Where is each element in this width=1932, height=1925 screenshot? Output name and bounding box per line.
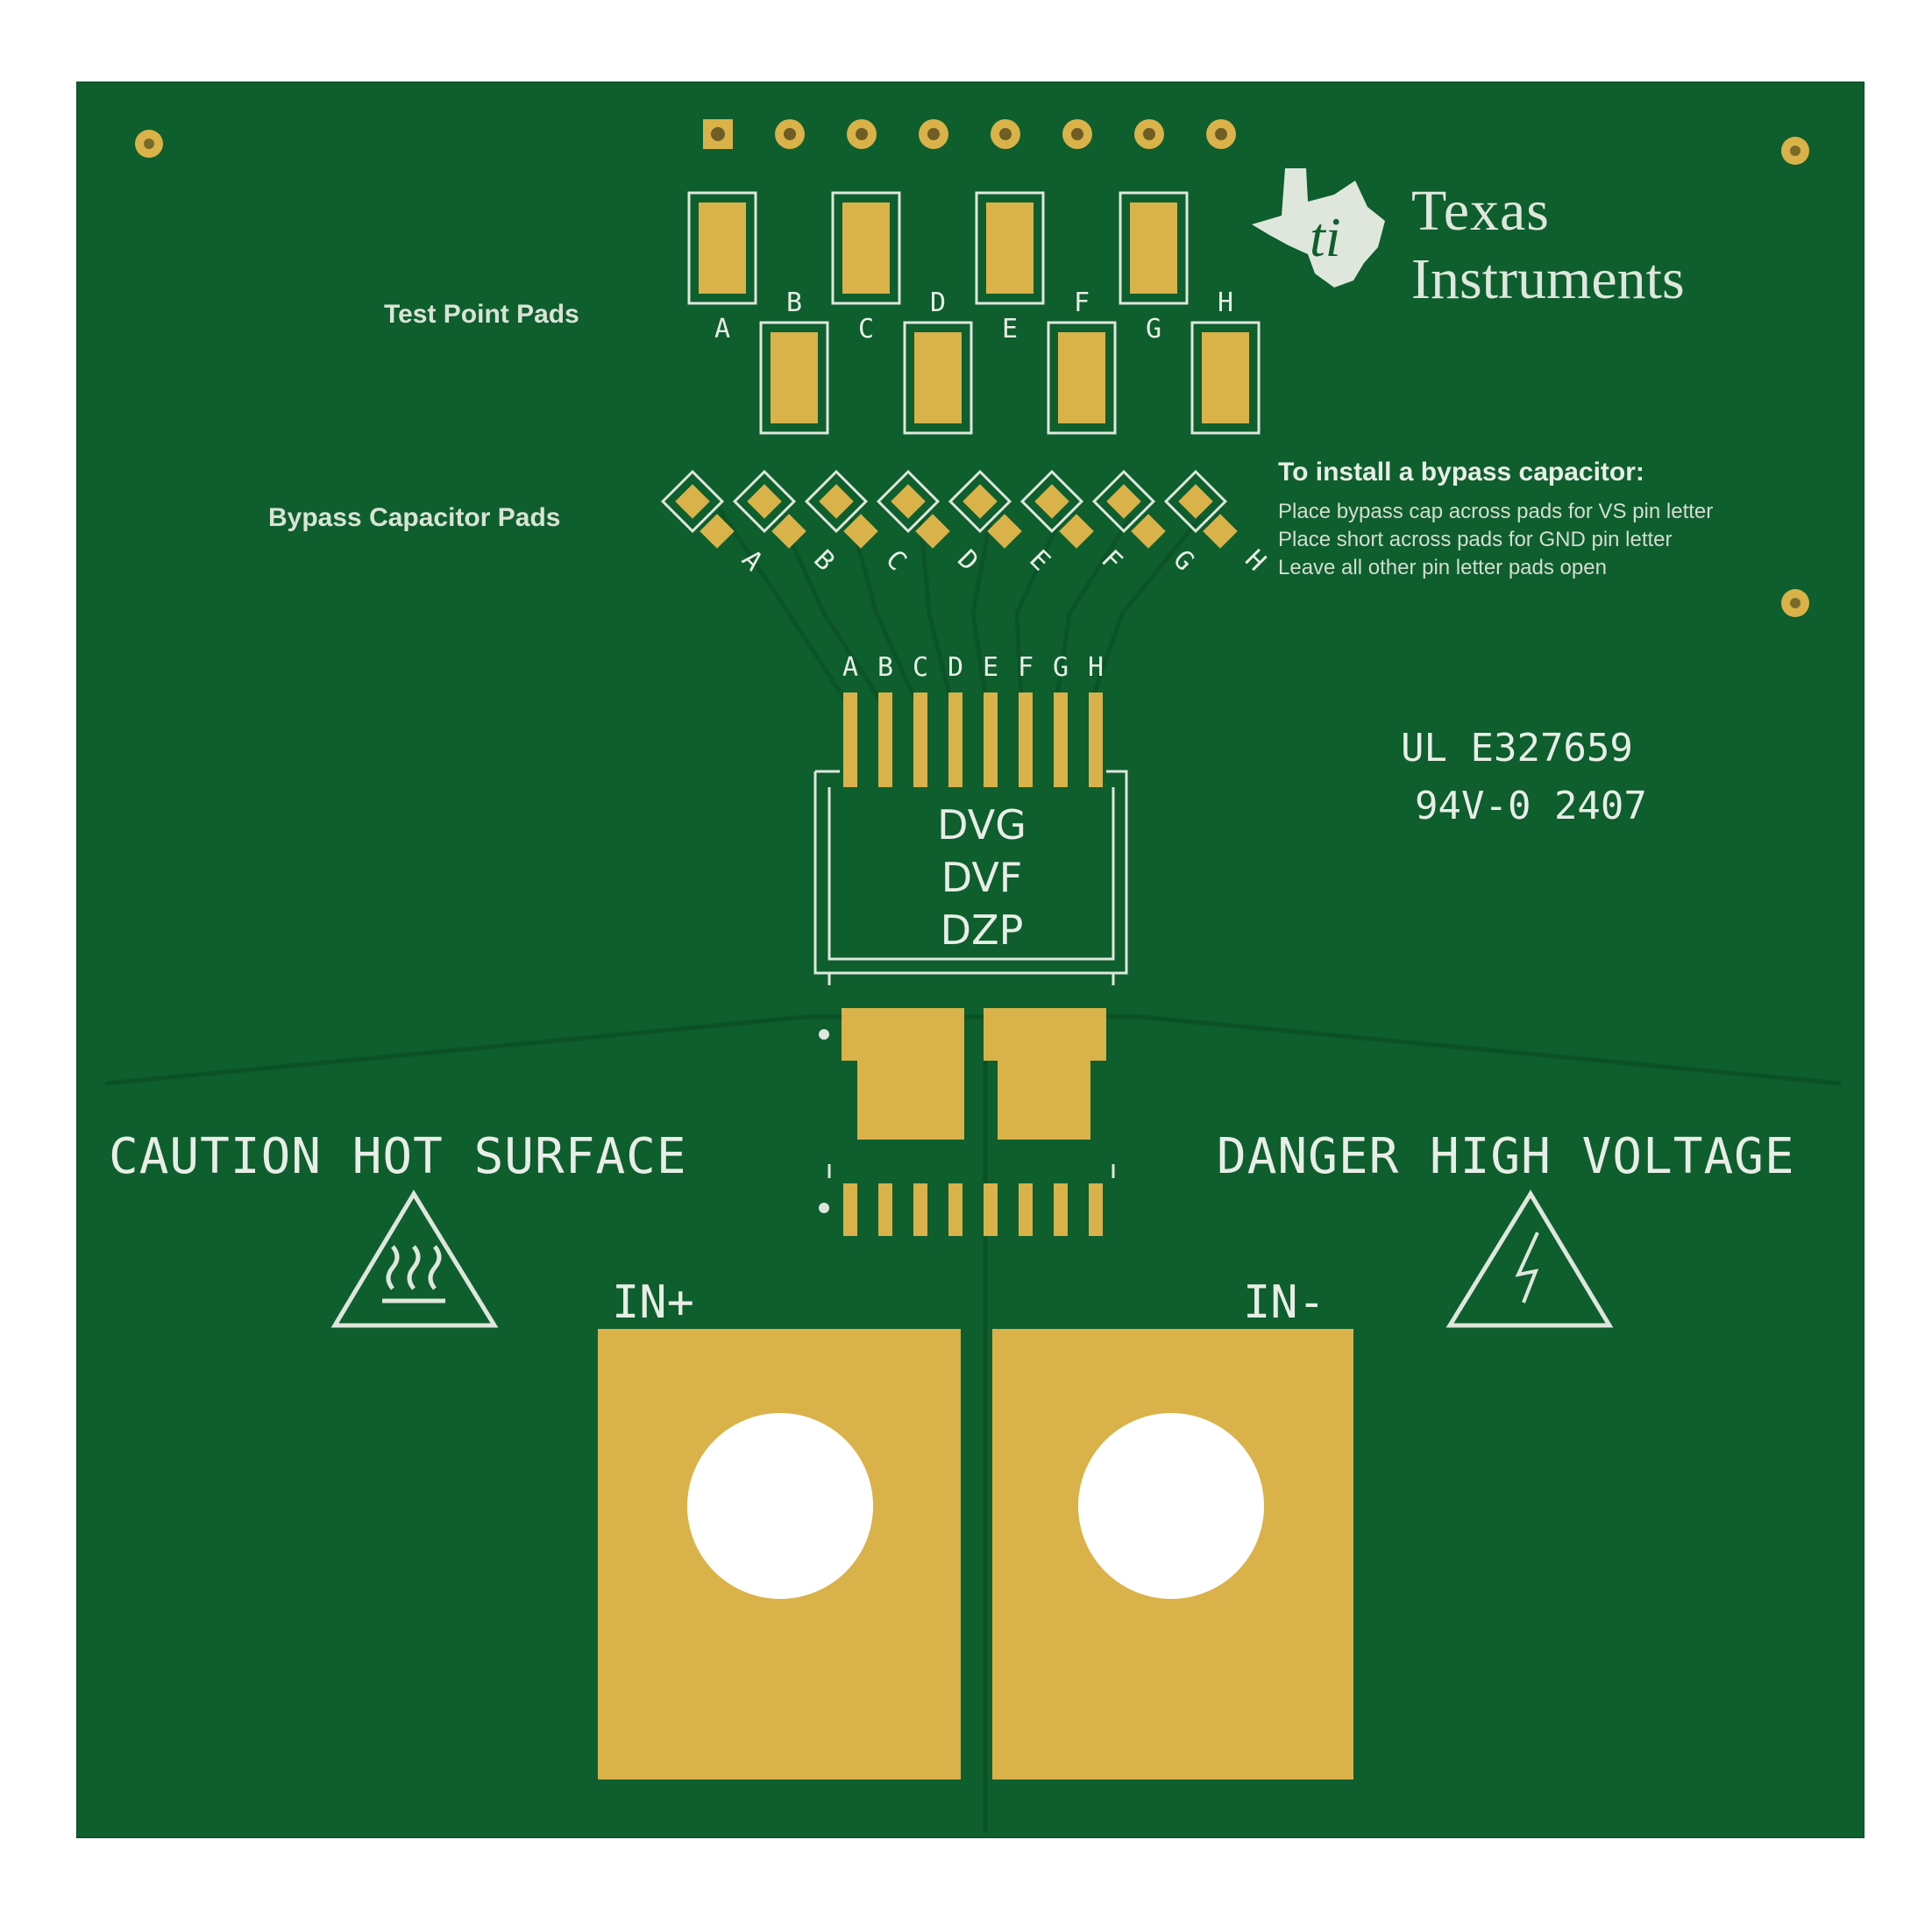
- ic-bottom-pins: [819, 1164, 1115, 1236]
- svg-text:ti: ti: [1310, 206, 1341, 268]
- header-pins: [703, 119, 1236, 149]
- package-label-dzp: DZP: [940, 906, 1024, 954]
- brand-name-line2: Instruments: [1411, 247, 1685, 311]
- high-voltage-icon: [1445, 1190, 1614, 1328]
- tp-letter-b: B: [785, 288, 803, 318]
- danger-high-voltage-label: DANGER HIGH VOLTAGE: [1217, 1128, 1795, 1185]
- tp-letter-d: D: [929, 288, 947, 318]
- instruction-line-1: Place bypass cap across pads for VS pin …: [1278, 500, 1714, 523]
- ic-outline: [813, 770, 1128, 985]
- instructions-title: To install a bypass capacitor:: [1278, 458, 1644, 487]
- in-minus-label: IN-: [1243, 1276, 1325, 1329]
- tp-letter-g: G: [1145, 314, 1162, 345]
- tp-letter-c: C: [857, 314, 875, 345]
- instruction-line-3: Leave all other pin letter pads open: [1278, 556, 1607, 579]
- test-point-pads-label: Test Point Pads: [384, 300, 579, 329]
- ic-letter-c: C: [912, 652, 929, 683]
- ic-letter-d: D: [947, 652, 964, 683]
- bypass-capacitor-pads: [660, 469, 1238, 549]
- test-point-pads: [687, 191, 1261, 435]
- ic-letter-e: E: [982, 652, 999, 683]
- package-label-dvg: DVG: [937, 801, 1026, 849]
- ic-letter-h: H: [1087, 652, 1105, 683]
- instruction-line-2: Place short across pads for GND pin lett…: [1278, 528, 1673, 551]
- brand-name-line1: Texas: [1411, 179, 1550, 243]
- copper-traces: [104, 507, 1842, 1832]
- date-code: 94V-0 2407: [1415, 784, 1647, 828]
- ic-letter-g: G: [1052, 652, 1069, 683]
- caution-hot-surface-label: CAUTION HOT SURFACE: [109, 1128, 687, 1185]
- ic-letter-f: F: [1017, 652, 1034, 683]
- tp-letter-a: A: [714, 314, 731, 345]
- terminal-pads: [598, 1329, 1353, 1779]
- tp-letter-h: H: [1217, 288, 1234, 318]
- tp-letter-e: E: [1001, 314, 1019, 345]
- ic-letter-a: A: [842, 652, 859, 683]
- ul-marking: UL E327659: [1401, 726, 1633, 771]
- power-pads: [819, 1008, 1106, 1140]
- in-plus-label: IN+: [612, 1276, 694, 1329]
- ti-logo-icon: ti: [1252, 168, 1385, 288]
- tp-letter-f: F: [1073, 288, 1090, 318]
- package-label-dvf: DVF: [941, 854, 1023, 901]
- bypass-capacitor-pads-label: Bypass Capacitor Pads: [268, 503, 561, 532]
- mounting-holes: [135, 130, 1809, 617]
- hot-surface-icon: [330, 1190, 499, 1328]
- ic-letter-b: B: [877, 652, 894, 683]
- ic-top-pins: [843, 693, 1103, 787]
